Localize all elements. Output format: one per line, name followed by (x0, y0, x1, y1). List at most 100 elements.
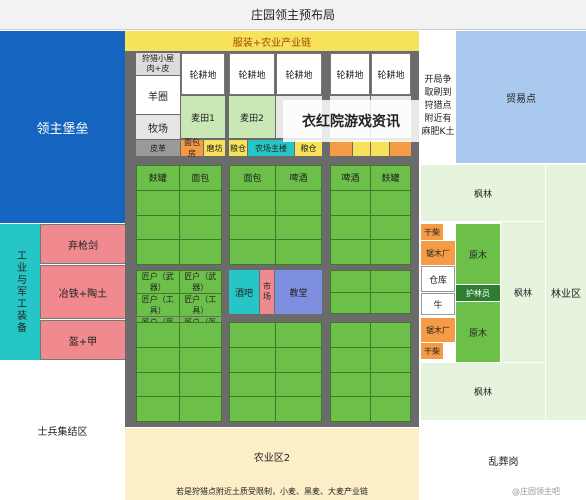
field-cell (230, 323, 275, 347)
granary-2: 粮仓 (295, 140, 322, 156)
field-cell (371, 347, 410, 372)
firewood-1: 干柴 (421, 224, 443, 240)
block-label: 麸罐 (137, 166, 179, 190)
rotation-field-4: 轮耕地 (330, 53, 370, 95)
log-2: 原木 (456, 302, 500, 362)
field-cell (371, 397, 410, 421)
soldier-zone: 士兵集结区 (0, 361, 125, 500)
field-cell (331, 397, 370, 421)
field-cell (179, 323, 221, 347)
smelting: 冶铁+陶土 (40, 265, 126, 319)
field-cell (371, 323, 410, 347)
field-cell (276, 190, 321, 215)
block-label: 面包 (179, 166, 221, 190)
field-cell (179, 240, 221, 264)
field-cell (371, 190, 410, 215)
wheat-field-1: 麦田1 (181, 96, 225, 138)
trade-point: 贸易点 (456, 31, 586, 163)
processing-6 (390, 140, 411, 156)
clothing-chain-header: 服装+农业产业链 (125, 31, 419, 51)
field-cell (137, 190, 179, 215)
field-cell (371, 292, 410, 313)
field-cell (137, 347, 179, 372)
field-cell (179, 397, 221, 421)
tannery: 皮革 (136, 140, 180, 156)
maple-1: 枫林 (421, 165, 545, 221)
field-cell (331, 271, 370, 292)
processing-4 (353, 140, 370, 156)
ox: 牛 (421, 293, 455, 315)
granary-1: 粮仓 (229, 140, 247, 156)
page-title: 庄园领主预布局 (250, 8, 335, 22)
farm-block-d (330, 270, 411, 314)
rotation-field-2: 轮耕地 (229, 53, 275, 95)
smith-block: 匠户（武器） 匠户（武器） 匠户（工具） 匠户（工具） 匠户（盔甲） 匠户（盔甲… (136, 270, 222, 339)
log-1: 原木 (456, 224, 500, 284)
field-cell (276, 347, 321, 372)
farm-block-b: 面包 啤酒 (229, 165, 322, 265)
farm-block-e (136, 322, 222, 422)
farm-zone-2 (125, 428, 419, 500)
maple-3: 枫林 (421, 363, 545, 420)
market: 市场 (260, 270, 274, 314)
church: 教堂 (275, 270, 322, 314)
field-cell (230, 372, 275, 397)
block-label: 啤酒 (276, 166, 321, 190)
field-cell (179, 372, 221, 397)
field-cell (276, 240, 321, 264)
maple-2: 枫林 (501, 222, 545, 362)
field-cell (137, 323, 179, 347)
field-cell (230, 347, 275, 372)
smith-weapons: 匠户（武器） (179, 271, 221, 293)
industry-zone: 工业与军工装备 (0, 224, 40, 360)
bakery: 面包房 (181, 138, 203, 158)
sawmill-1: 锯木厂 (421, 241, 455, 265)
mill: 磨坊 (204, 140, 225, 156)
forestry-zone: 林业区 (546, 165, 586, 420)
field-cell (179, 215, 221, 240)
field-cell (276, 372, 321, 397)
field-cell (371, 271, 410, 292)
forester: 护林员 (456, 285, 500, 301)
farm-zone-2-label: 农业区2 (253, 452, 291, 464)
field-cell (331, 323, 370, 347)
hunter-note: 开局争取刷到狩猎点附近有麻肥K土 (421, 74, 455, 137)
watermark: 衣红院游戏资讯 (283, 100, 419, 142)
armor-shop: 盔+甲 (40, 320, 126, 360)
field-cell (230, 397, 275, 421)
rotation-field-1: 轮耕地 (181, 53, 225, 95)
field-cell (230, 190, 275, 215)
farm-block-f (229, 322, 322, 422)
field-cell (276, 323, 321, 347)
block-label: 啤酒 (331, 166, 370, 190)
field-cell (331, 347, 370, 372)
pasture: 牧场 (136, 115, 180, 139)
sheep-pen: 羊圈 (136, 76, 180, 114)
field-cell (276, 397, 321, 421)
field-cell (230, 240, 275, 264)
field-cell (137, 372, 179, 397)
field-cell (276, 215, 321, 240)
gun-forge: 弃枪剑 (40, 224, 126, 264)
block-label: 面包 (230, 166, 275, 190)
title-bar: 庄园领主预布局 (0, 0, 586, 30)
warehouse: 仓库 (421, 266, 455, 292)
rotation-field-5: 轮耕地 (371, 53, 411, 95)
field-cell (371, 240, 410, 264)
sawmill-2: 锯木厂 (421, 318, 455, 342)
field-cell (137, 240, 179, 264)
bottom-note: 若是狩猎点附近土质受限制，小麦、黑麦、大麦产业链 (176, 486, 368, 496)
corner-watermark: @庄园领主吧 (512, 486, 560, 496)
processing-5 (371, 140, 389, 156)
wheat-field-2: 麦田2 (229, 96, 275, 138)
lord-castle: 领主堡垒 (0, 31, 125, 223)
field-cell (179, 190, 221, 215)
processing-3 (330, 140, 352, 156)
tavern: 酒吧 (229, 270, 259, 314)
field-cell (371, 215, 410, 240)
field-cell (230, 215, 275, 240)
firewood-2: 干柴 (421, 343, 443, 359)
cemetery: 乱葬岗 (421, 421, 586, 500)
field-cell (331, 240, 370, 264)
field-cell (331, 215, 370, 240)
